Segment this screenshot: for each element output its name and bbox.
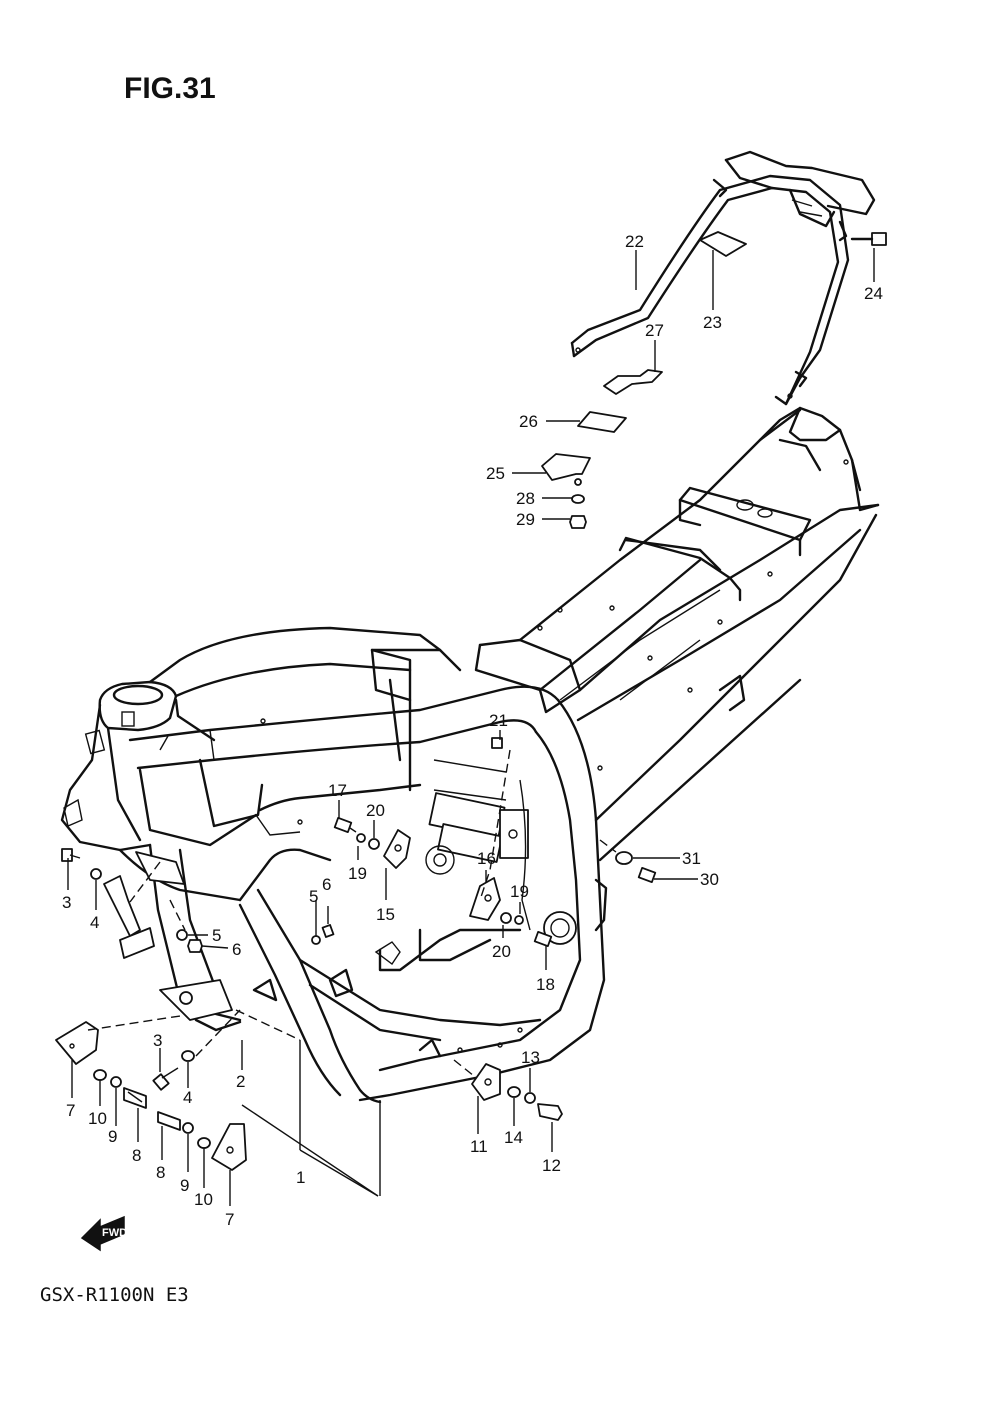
- callout-6-left: 6: [232, 940, 241, 959]
- callout-3-lower: 3: [153, 1031, 162, 1050]
- callout-20-upper: 20: [366, 801, 385, 820]
- callout-30: 30: [700, 870, 719, 889]
- callout-14: 14: [504, 1128, 523, 1147]
- callout-19-upper: 19: [348, 864, 367, 883]
- callout-21: 21: [489, 711, 508, 730]
- callout-12: 12: [542, 1156, 561, 1175]
- callout-22: 22: [625, 232, 644, 251]
- callout-16: 16: [477, 849, 496, 868]
- callout-24: 24: [864, 284, 883, 303]
- nut-29: [569, 515, 587, 529]
- callout-9-right: 9: [180, 1176, 189, 1195]
- callout-19-lower: 19: [510, 882, 529, 901]
- bracket-25: [541, 453, 591, 481]
- leader-lines: [67, 248, 875, 1206]
- callout-18: 18: [536, 975, 555, 994]
- bolt-24: [850, 232, 887, 246]
- screw-dot: [574, 478, 582, 486]
- callout-8-right: 8: [156, 1163, 165, 1182]
- callout-23: 23: [703, 313, 722, 332]
- callout-5-left: 5: [212, 926, 221, 945]
- seat-rail-22: [570, 150, 876, 406]
- callout-9-left: 9: [108, 1127, 117, 1146]
- fasteners: [55, 737, 657, 1171]
- callout-4-lower: 4: [183, 1088, 192, 1107]
- main-frame: [60, 406, 880, 1104]
- callout-13: 13: [521, 1048, 540, 1067]
- callout-31: 31: [682, 849, 701, 868]
- model-code: GSX-R1100N E3: [40, 1284, 189, 1306]
- callout-11: 11: [470, 1137, 488, 1156]
- pad-23: [699, 231, 747, 257]
- callout-27: 27: [645, 321, 664, 340]
- callout-4-upper: 4: [90, 913, 99, 932]
- callout-20-lower: 20: [492, 942, 511, 961]
- callout-6-mid: 6: [322, 875, 331, 894]
- bracket-27: [603, 369, 663, 395]
- callout-28: 28: [516, 489, 535, 508]
- fwd-label: FWD: [102, 1227, 127, 1239]
- callout-2: 2: [236, 1072, 245, 1091]
- callout-labels: 22 23 24 27 26 25 28 29 21 17 20 19 15 1…: [62, 232, 883, 1229]
- callout-17: 17: [328, 781, 347, 800]
- callout-7-right: 7: [225, 1210, 234, 1229]
- fwd-arrow-icon: FWD: [80, 1215, 127, 1252]
- figure-title: FIG.31: [124, 72, 216, 105]
- frame-hole-dots: [297, 571, 773, 1053]
- callout-26: 26: [519, 412, 538, 431]
- callout-10-left: 10: [88, 1109, 107, 1128]
- callout-29: 29: [516, 510, 535, 529]
- callout-10-right: 10: [194, 1190, 213, 1209]
- callout-25: 25: [486, 464, 505, 483]
- washer-28: [571, 494, 585, 504]
- callout-3-upper: 3: [62, 893, 71, 912]
- callout-8-left: 8: [132, 1146, 141, 1165]
- callout-1: 1: [296, 1168, 305, 1187]
- callout-7-left: 7: [66, 1101, 75, 1120]
- callout-5-mid: 5: [309, 887, 318, 906]
- pad-26: [577, 411, 627, 433]
- callout-15: 15: [376, 905, 395, 924]
